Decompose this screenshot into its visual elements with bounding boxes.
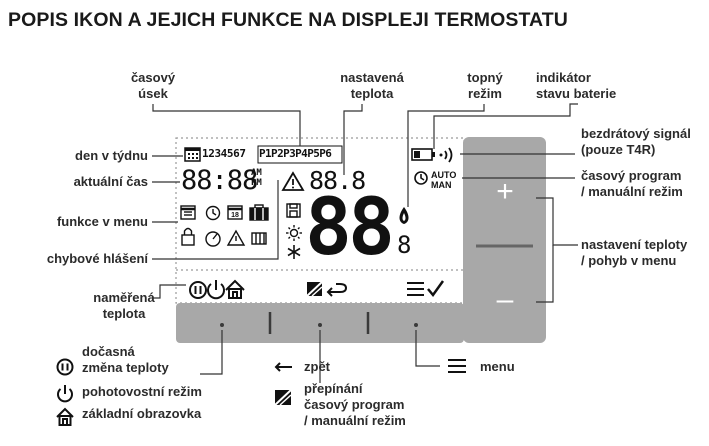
plus-button[interactable]: +	[496, 175, 514, 208]
period-p1: P1	[259, 147, 272, 160]
legend-menu: menu	[480, 359, 515, 374]
legend-back-icon	[274, 362, 292, 372]
legend-icons-middle	[274, 362, 292, 406]
period-p2: P2	[271, 147, 284, 160]
measured-decimal-digit: 8	[397, 231, 412, 259]
flame-icon	[399, 207, 409, 224]
legend-home-screen: základní obrazovka	[82, 406, 202, 421]
page-title: POPIS IKON A JEJICH FUNKCE NA DISPLEJI T…	[8, 9, 568, 31]
legend-standby: pohotovostní režim	[82, 384, 202, 399]
label-menu-functions: funkce v menu	[56, 214, 148, 229]
auto-man-label: AUTO MAN	[431, 170, 456, 190]
pm-label: PM	[251, 178, 262, 188]
power-icon	[207, 280, 225, 300]
right-button-panel	[463, 137, 546, 343]
legend-menu-icon	[448, 359, 466, 373]
sun-icon	[286, 225, 302, 241]
label-battery: indikátor stavu baterie	[536, 70, 617, 101]
calendar-18-text: 18	[231, 212, 239, 219]
legend-icons-left	[56, 358, 74, 426]
label-wireless: bezdrátový signál (pouze T4R)	[581, 126, 691, 157]
battery-icon	[411, 148, 435, 161]
label-error-message: chybové hlášení	[46, 251, 148, 266]
legend-home-icon	[56, 407, 74, 418]
label-measured-temperature: naměřená teplota	[93, 290, 155, 321]
legend-pause-icon	[56, 358, 74, 376]
label-temperature-setting: nastavení teploty / pohyb v menu	[581, 237, 688, 268]
label-set-temperature: nastavená teplota	[340, 70, 404, 101]
legend-program-toggle-icon	[274, 389, 292, 406]
label-current-time: aktuální čas	[73, 174, 148, 189]
period-p6: P6	[319, 147, 332, 160]
setpoint-digits: 88.8	[309, 166, 366, 195]
home-icon	[225, 279, 245, 299]
label-heating-mode: topný režim	[467, 70, 503, 101]
legend-temporary: dočasná změna teploty	[82, 344, 169, 375]
label-time-program: časový program / manuální režim	[581, 168, 683, 199]
label-time-slot: časový úsek	[130, 70, 176, 101]
button-dot-left	[220, 323, 224, 327]
time-digits: 88:88	[181, 165, 258, 196]
day-digits: 1234567	[202, 147, 246, 160]
disk-icon	[286, 203, 301, 218]
measured-temp-digits: 88	[305, 183, 395, 273]
period-p3: P3	[283, 147, 296, 160]
menu-functions-icons	[180, 204, 269, 247]
snowflake-icon	[287, 245, 301, 259]
legend-back: zpět	[304, 359, 330, 374]
am-pm: AM PM	[251, 168, 262, 188]
program-toggle-icon	[306, 281, 323, 297]
man-label: MAN	[431, 180, 452, 190]
legend-toggle-program: přepínání časový program / manuální reži…	[304, 381, 406, 428]
button-dot-right	[414, 323, 418, 327]
minus-button[interactable]: –	[496, 283, 514, 316]
warning-icon	[281, 171, 305, 191]
button-dot-middle	[318, 323, 322, 327]
label-day-of-week: den v týdnu	[75, 148, 148, 163]
calendar-icon	[184, 147, 201, 162]
period-labels: P1P2P3P4P5P6	[259, 147, 332, 160]
back-icon	[326, 283, 348, 297]
period-p4: P4	[295, 147, 308, 160]
period-p5: P5	[307, 147, 320, 160]
am-label: AM	[251, 168, 262, 178]
clock-icon	[414, 171, 428, 185]
auto-label: AUTO	[431, 170, 457, 180]
menu-check-icon	[407, 280, 445, 298]
leader-lines	[152, 103, 578, 383]
pause-icon	[189, 281, 207, 299]
legend-power-icon	[57, 388, 73, 403]
wireless-icon	[439, 147, 453, 163]
